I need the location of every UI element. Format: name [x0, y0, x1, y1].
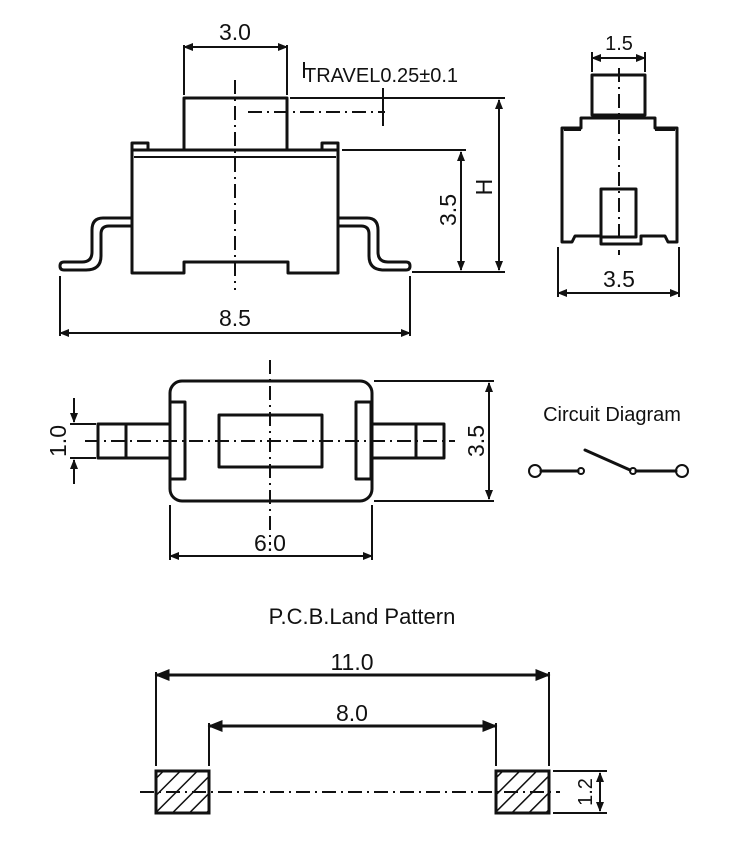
travel-note: TRAVEL0.25±0.1 — [304, 65, 458, 87]
terminal-right-icon — [675, 464, 689, 478]
front-view: 3.0 TRAVEL0.25±0.1 H 3.5 8.5 — [58, 19, 505, 337]
terminal-left-icon — [528, 464, 542, 478]
dim-pad-height: 1.2 — [575, 778, 597, 806]
dim-inner-span: 8.0 — [336, 700, 368, 726]
left-lead — [58, 216, 134, 272]
right-lead — [336, 216, 412, 272]
dim-plunger-width: 3.0 — [219, 19, 251, 45]
side-body — [560, 116, 679, 246]
dim-side-plunger-width: 1.5 — [605, 33, 633, 55]
switch-blade-icon — [583, 448, 632, 472]
circuit-title: Circuit Diagram — [543, 404, 681, 426]
contact-left-icon — [577, 467, 585, 475]
top-view: 1.0 3.5 6.0 — [45, 360, 494, 560]
pcb-land-pattern: P.C.B.Land Pattern 11.0 8.0 1.2 — [140, 604, 607, 815]
dim-top-body-width: 6.0 — [254, 530, 286, 556]
dim-top-body-height: 3.5 — [463, 425, 489, 457]
side-view: 1.5 3.5 — [557, 33, 680, 297]
dim-terminal-width: 1.0 — [45, 425, 71, 457]
pcb-title: P.C.B.Land Pattern — [269, 604, 456, 629]
top-left-terminal — [96, 422, 172, 460]
dim-side-body-width: 3.5 — [603, 266, 635, 292]
dim-outer-span: 11.0 — [330, 649, 373, 675]
body-tabs — [130, 141, 340, 152]
circuit-diagram: Circuit Diagram — [528, 404, 689, 478]
dim-body-height: 3.5 — [435, 194, 461, 226]
dim-overall-height: H — [471, 179, 497, 196]
dim-overall-width: 8.5 — [219, 305, 251, 331]
